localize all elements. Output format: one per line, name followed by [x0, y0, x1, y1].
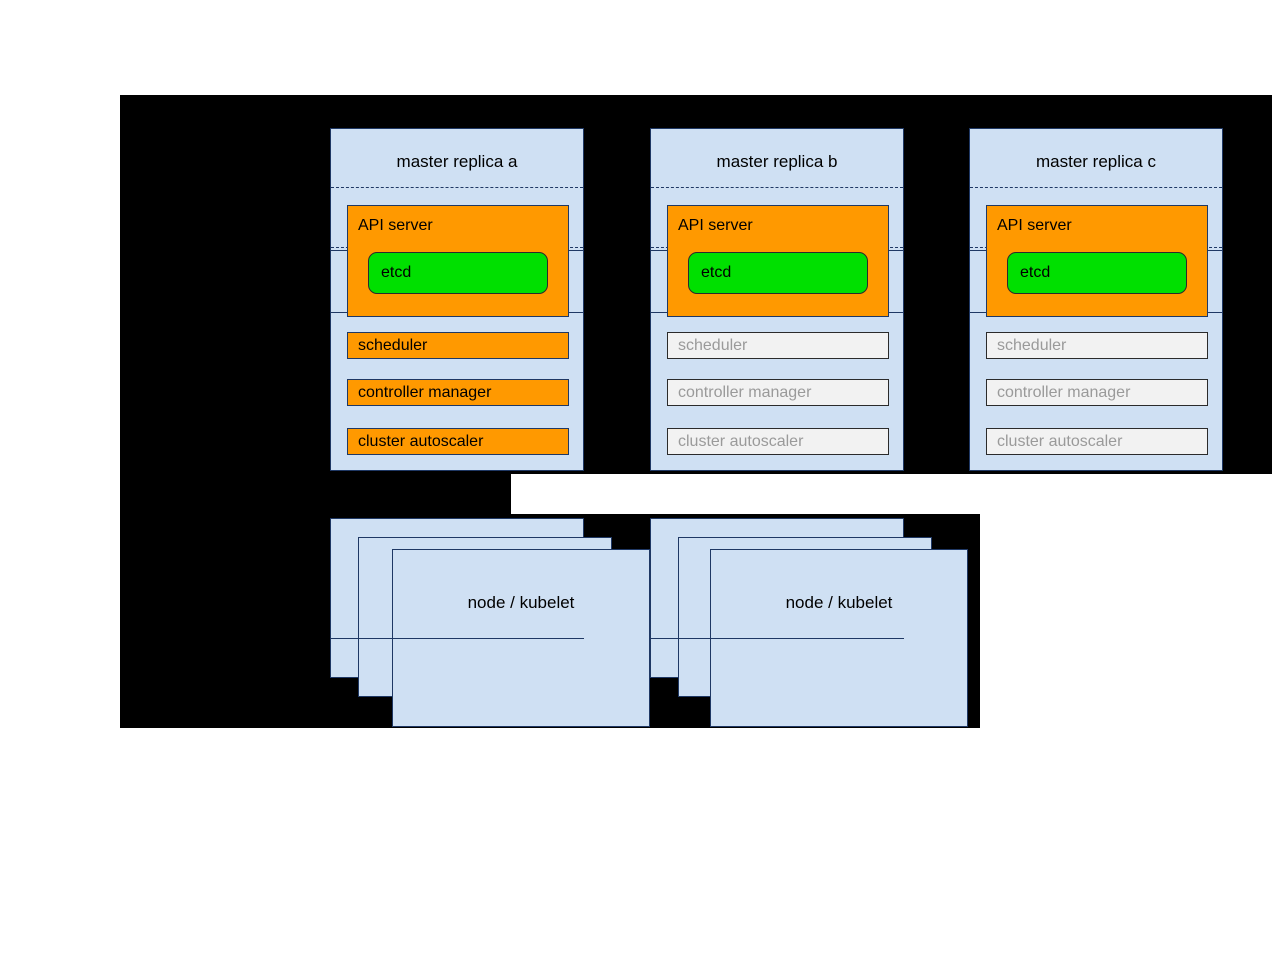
replica-a-etcd[interactable]: etcd — [368, 252, 548, 294]
replica-b-etcd[interactable]: etcd — [688, 252, 868, 294]
replica-a-scheduler[interactable]: scheduler — [347, 332, 569, 359]
master-replica-c-title: master replica c — [1036, 152, 1156, 171]
replica-b-controller-manager-label: controller manager — [678, 383, 812, 401]
replica-c-api-server-label: API server — [997, 217, 1072, 234]
replica-b-scheduler[interactable]: scheduler — [667, 332, 889, 359]
replica-b-etcd-label: etcd — [701, 264, 732, 281]
replica-b-cluster-autoscaler[interactable]: cluster autoscaler — [667, 428, 889, 455]
master-replica-a[interactable]: master replica a API server etcd schedul… — [330, 128, 584, 471]
replica-b-cluster-autoscaler-label: cluster autoscaler — [678, 432, 804, 450]
replica-a-api-server[interactable]: API server etcd — [347, 205, 569, 317]
replica-b-scheduler-label: scheduler — [678, 336, 748, 354]
replica-c-etcd-label: etcd — [1020, 264, 1051, 281]
replica-a-controller-manager-label: controller manager — [358, 383, 492, 401]
replica-b-api-server[interactable]: API server etcd — [667, 205, 889, 317]
replica-c-cluster-autoscaler-label: cluster autoscaler — [997, 432, 1123, 450]
node-group-left-label: node / kubelet — [467, 593, 575, 612]
replica-c-controller-manager[interactable]: controller manager — [986, 379, 1208, 406]
replica-a-cluster-autoscaler-label: cluster autoscaler — [358, 432, 484, 450]
replica-c-scheduler[interactable]: scheduler — [986, 332, 1208, 359]
master-replica-c[interactable]: master replica c API server etcd schedul… — [969, 128, 1223, 471]
node-group-left-divider — [330, 638, 584, 639]
replica-c-controller-manager-label: controller manager — [997, 383, 1131, 401]
node-group-right-label: node / kubelet — [785, 593, 893, 612]
replica-a-cluster-autoscaler[interactable]: cluster autoscaler — [347, 428, 569, 455]
replica-a-divider-top — [331, 187, 583, 188]
replica-b-divider-top — [651, 187, 903, 188]
master-replica-a-title: master replica a — [396, 152, 518, 171]
node-group-right-divider — [650, 638, 904, 639]
replica-b-controller-manager[interactable]: controller manager — [667, 379, 889, 406]
replica-a-api-server-label: API server — [358, 217, 433, 234]
master-replica-b-title: master replica b — [716, 152, 838, 171]
replica-c-api-server[interactable]: API server etcd — [986, 205, 1208, 317]
replica-c-scheduler-label: scheduler — [997, 336, 1067, 354]
replica-c-divider-top — [970, 187, 1222, 188]
replica-a-scheduler-label: scheduler — [358, 336, 428, 354]
replica-a-etcd-label: etcd — [381, 264, 412, 281]
replica-c-etcd[interactable]: etcd — [1007, 252, 1187, 294]
replica-c-cluster-autoscaler[interactable]: cluster autoscaler — [986, 428, 1208, 455]
master-replica-b[interactable]: master replica b API server etcd schedul… — [650, 128, 904, 471]
replica-a-controller-manager[interactable]: controller manager — [347, 379, 569, 406]
replica-b-api-server-label: API server — [678, 217, 753, 234]
